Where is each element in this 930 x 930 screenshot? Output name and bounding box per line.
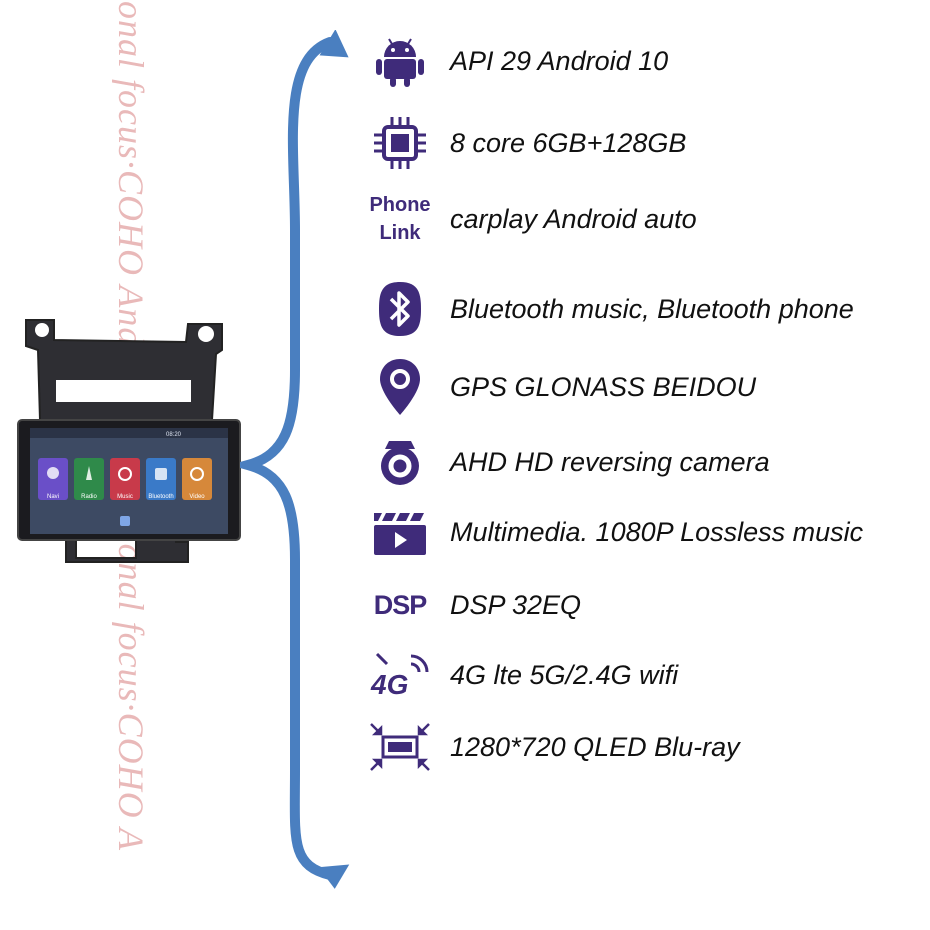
feature-connectivity: 4G 4G lte 5G/2.4G wifi xyxy=(360,640,930,710)
app-music-label: Music xyxy=(117,494,133,500)
phone-link-logo-line2: Link xyxy=(379,222,421,244)
phone-link-logo-line1: Phone xyxy=(369,194,431,216)
dsp-logo: DSP xyxy=(373,589,428,620)
feature-android: API 29 Android 10 xyxy=(360,26,930,96)
map-pin-icon xyxy=(360,352,440,422)
feature-camera: AHD HD reversing camera xyxy=(360,427,930,497)
4g-signal-icon: 4G xyxy=(360,640,440,710)
feature-connectivity-text: 4G lte 5G/2.4G wifi xyxy=(450,660,679,690)
feature-multimedia-text: Multimedia. 1080P Lossless music xyxy=(450,517,864,547)
app-radio-label: Radio xyxy=(81,494,97,500)
phone-link-logo: Phone Link xyxy=(360,184,440,254)
clapperboard-icon xyxy=(360,497,440,567)
curly-brace-arrow xyxy=(240,30,350,889)
feature-phone-link: Phone Link carplay Android auto xyxy=(360,184,930,254)
4g-logo-text: 4G xyxy=(370,669,408,700)
camera-icon xyxy=(360,427,440,497)
head-unit-image: 08:20 Navi Radio Music Bluetooth Video xyxy=(16,310,246,575)
head-unit-drawing: 08:20 Navi Radio Music Bluetooth Video xyxy=(17,319,241,563)
feature-display: 1280*720 QLED Blu-ray xyxy=(360,712,930,782)
feature-processor: 8 core 6GB+128GB xyxy=(360,108,930,178)
feature-bluetooth-text: Bluetooth music, Bluetooth phone xyxy=(450,294,854,324)
app-navi-label: Navi xyxy=(47,494,59,500)
cpu-chip-icon xyxy=(360,108,440,178)
feature-bluetooth: Bluetooth music, Bluetooth phone xyxy=(360,274,930,344)
feature-gps: GPS GLONASS BEIDOU xyxy=(360,352,930,422)
feature-processor-text: 8 core 6GB+128GB xyxy=(450,128,687,158)
android-icon xyxy=(360,26,440,96)
feature-dsp: DSP DSP 32EQ xyxy=(360,570,930,640)
feature-phone-link-text: carplay Android auto xyxy=(450,204,697,234)
feature-display-text: 1280*720 QLED Blu-ray xyxy=(450,732,740,762)
feature-gps-text: GPS GLONASS BEIDOU xyxy=(450,372,757,402)
screen-resolution-icon xyxy=(360,712,440,782)
feature-dsp-text: DSP 32EQ xyxy=(450,590,582,620)
status-time: 08:20 xyxy=(166,432,182,438)
bluetooth-icon xyxy=(360,274,440,344)
feature-multimedia: Multimedia. 1080P Lossless music xyxy=(360,497,930,567)
app-bluetooth-label: Bluetooth xyxy=(148,494,173,500)
feature-android-text: API 29 Android 10 xyxy=(450,46,669,76)
app-video-label: Video xyxy=(189,494,205,500)
feature-camera-text: AHD HD reversing camera xyxy=(450,447,770,477)
